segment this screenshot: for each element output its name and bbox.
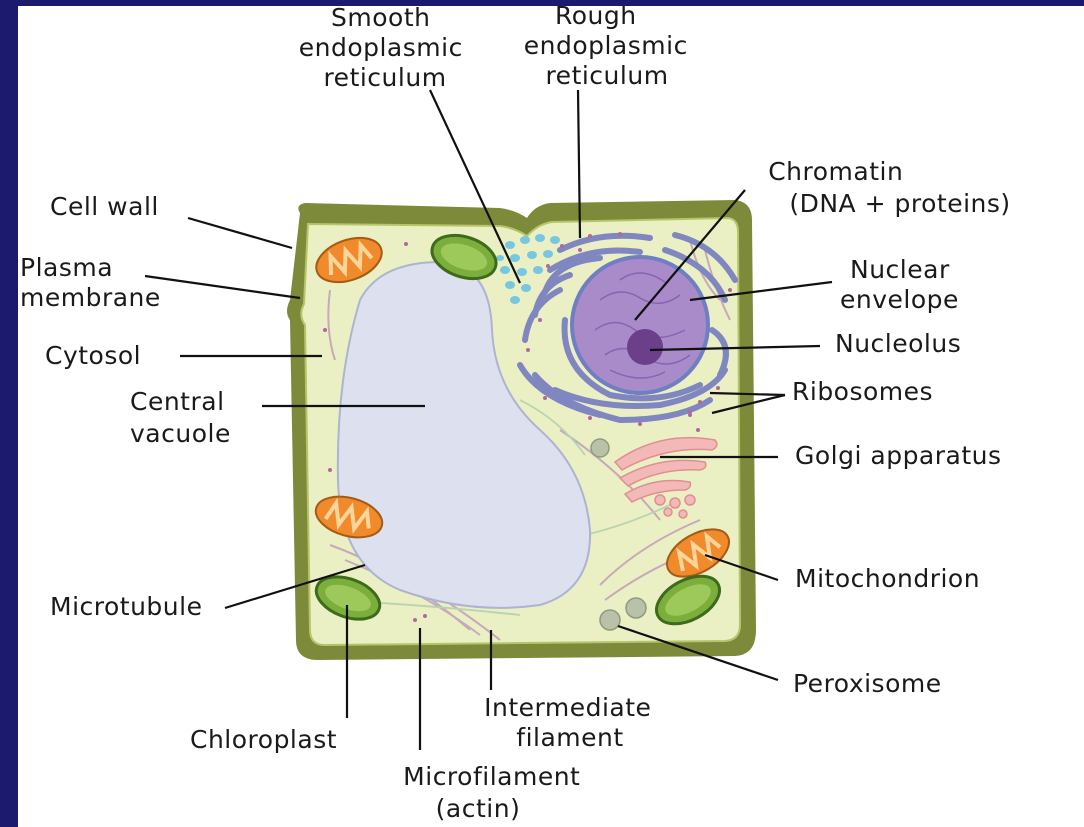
label-microfilament: Microfilament (actin)	[403, 762, 589, 823]
label-cytosol: Cytosol	[45, 341, 141, 370]
nucleus	[572, 257, 708, 393]
label-nuclear-envelope: Nuclear envelope	[840, 255, 959, 314]
nucleolus-shape	[627, 329, 663, 365]
label-peroxisome: Peroxisome	[793, 669, 942, 698]
plant-cell	[287, 200, 756, 660]
label-central-vacuole: Central vacuole	[130, 387, 233, 448]
label-rough-er: Rough endoplasmic reticulum	[524, 6, 697, 90]
label-ribosomes: Ribosomes	[792, 377, 933, 406]
label-golgi-apparatus: Golgi apparatus	[795, 441, 1002, 470]
label-chromatin: Chromatin (DNA + proteins)	[768, 157, 1010, 218]
label-intermediate-filament: Intermediate filament	[484, 693, 660, 752]
label-smooth-er: Smooth endoplasmic reticulum	[299, 6, 472, 92]
label-chloroplast: Chloroplast	[190, 725, 337, 754]
label-nucleolus: Nucleolus	[835, 329, 961, 358]
label-microtubule: Microtubule	[50, 592, 202, 621]
plant-cell-diagram: Smooth endoplasmic reticulum Rough endop…	[18, 6, 1084, 827]
diagram-canvas: Smooth endoplasmic reticulum Rough endop…	[18, 6, 1084, 827]
label-mitochondrion: Mitochondrion	[795, 564, 980, 593]
label-cell-wall: Cell wall	[50, 192, 159, 221]
label-plasma-membrane: Plasma membrane	[20, 253, 161, 312]
